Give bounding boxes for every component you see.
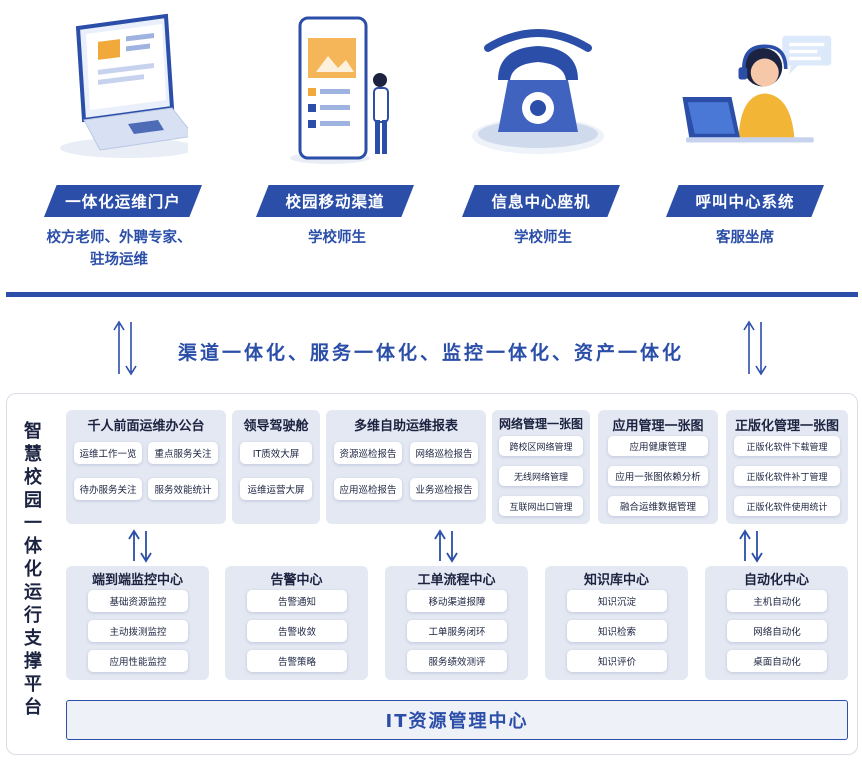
headset-agent-icon: [682, 35, 832, 143]
channel-phone: 信息中心座机 学校师生: [430, 0, 630, 290]
channel-title: 校园移动渠道: [256, 185, 414, 217]
channel-subtitle: 客服坐席: [716, 230, 774, 246]
panel-item[interactable]: 桌面自动化: [727, 650, 827, 672]
panel-item[interactable]: 运维运营大屏: [240, 478, 312, 500]
panel-item[interactable]: 主动拨测监控: [88, 620, 188, 642]
panel-ticket-center: 工单流程中心 移动渠道报障 工单服务闭环 服务绩效测评: [385, 566, 528, 680]
laptop-icon: [60, 13, 188, 158]
panel-network-map: 网络管理一张图 跨校区网络管理 无线网络管理 互联网出口管理: [492, 410, 590, 524]
panel-title: 端到端监控中心: [91, 573, 183, 588]
mobile-user-icon: [290, 16, 389, 164]
panel-item[interactable]: 正版化软件下载管理: [734, 436, 840, 456]
up-down-arrows-icon: [434, 529, 458, 563]
panel-item[interactable]: 待办服务关注: [74, 478, 142, 500]
panel-monitoring-center: 端到端监控中心 基础资源监控 主动拨测监控 应用性能监控: [66, 566, 209, 680]
panel-item[interactable]: 服务效能统计: [148, 478, 218, 500]
panel-cockpit: 领导驾驶舱 IT质效大屏 运维运营大屏: [232, 410, 320, 524]
panel-title: 告警中心: [270, 573, 323, 588]
panel-title: 网络管理一张图: [498, 417, 583, 431]
channel-mobile: 校园移动渠道 学校师生: [220, 0, 420, 290]
panel-item[interactable]: 工单服务闭环: [407, 620, 507, 642]
panel-alert-center: 告警中心 告警通知 告警收敛 告警策略: [225, 566, 368, 680]
panel-reports: 多维自助运维报表 资源巡检报告 网络巡检报告 应用巡检报告 业务巡检报告: [326, 410, 486, 524]
panel-app-map: 应用管理一张图 应用健康管理 应用一张图依赖分析 融合运维数据管理: [598, 410, 718, 524]
panel-item[interactable]: 移动渠道报障: [407, 590, 507, 612]
panel-office-desk: 千人前面运维办公台 运维工作一览 重点服务关注 待办服务关注 服务效能统计: [66, 410, 226, 524]
platform-title: 智慧校园一体化运行支撑平台: [24, 421, 42, 718]
panel-title: 自动化中心: [743, 573, 809, 588]
channel-callcenter: 呼叫中心系统 客服坐席: [640, 0, 840, 290]
panel-item[interactable]: 知识沉淀: [567, 590, 667, 612]
channel-portal: 一体化运维门户 校方老师、外聘专家、驻场运维: [0, 0, 202, 290]
up-down-arrows-icon: [743, 320, 767, 376]
panel-item[interactable]: 知识评价: [567, 650, 667, 672]
panel-item[interactable]: 无线网络管理: [499, 466, 583, 486]
panel-item[interactable]: 告警收敛: [247, 620, 347, 642]
panel-item[interactable]: 应用一张图依赖分析: [608, 466, 708, 486]
panel-title: 多维自助运维报表: [353, 419, 458, 434]
panel-license-map: 正版化管理一张图 正版化软件下载管理 正版化软件补丁管理 正版化软件使用统计: [726, 410, 848, 524]
panel-title: 工单流程中心: [417, 573, 496, 588]
channel-title: 信息中心座机: [462, 185, 620, 217]
panel-title: 知识库中心: [583, 573, 649, 588]
panel-item[interactable]: 网络巡检报告: [410, 442, 478, 464]
channel-subtitle: 学校师生: [308, 230, 366, 246]
channel-title: 一体化运维门户: [44, 185, 202, 217]
panel-item[interactable]: 知识检索: [567, 620, 667, 642]
channel-subtitle: 校方老师、外聘专家、驻场运维: [4, 227, 234, 271]
panel-item[interactable]: 重点服务关注: [148, 442, 218, 464]
section-divider: [6, 292, 858, 297]
channel-subtitle-text: 校方老师、外聘专家、驻场运维: [46, 230, 192, 268]
panel-item[interactable]: 服务绩效测评: [407, 650, 507, 672]
panel-item[interactable]: 运维工作一览: [74, 442, 142, 464]
up-down-arrows-icon: [739, 529, 763, 563]
panel-title: 领导驾驶舱: [243, 419, 309, 434]
up-down-arrows-icon: [128, 529, 152, 563]
up-down-arrows-icon: [113, 320, 137, 376]
panel-item[interactable]: 网络自动化: [727, 620, 827, 642]
panel-title: 应用管理一张图: [612, 419, 704, 434]
panel-title: 千人前面运维办公台: [87, 419, 205, 434]
telephone-icon: [472, 29, 604, 154]
panel-title: 正版化管理一张图: [734, 419, 839, 434]
panel-item[interactable]: 主机自动化: [727, 590, 827, 612]
channel-subtitle: 学校师生: [514, 230, 572, 246]
it-resource-center: IT资源管理中心: [66, 700, 848, 740]
panel-item[interactable]: IT质效大屏: [240, 442, 312, 464]
panel-automation-center: 自动化中心 主机自动化 网络自动化 桌面自动化: [705, 566, 848, 680]
panel-knowledge-center: 知识库中心 知识沉淀 知识检索 知识评价: [545, 566, 688, 680]
panel-item[interactable]: 告警通知: [247, 590, 347, 612]
panel-item[interactable]: 互联网出口管理: [499, 496, 583, 516]
panel-item[interactable]: 跨校区网络管理: [499, 436, 583, 456]
panel-item[interactable]: 应用健康管理: [608, 436, 708, 456]
panel-item[interactable]: 业务巡检报告: [410, 478, 478, 500]
channel-title: 呼叫中心系统: [666, 185, 824, 217]
panel-item[interactable]: 基础资源监控: [88, 590, 188, 612]
panel-item[interactable]: 正版化软件使用统计: [734, 496, 840, 516]
panel-item[interactable]: 告警策略: [247, 650, 347, 672]
panel-item[interactable]: 应用巡检报告: [334, 478, 402, 500]
panel-item[interactable]: 正版化软件补丁管理: [734, 466, 840, 486]
panel-item[interactable]: 融合运维数据管理: [608, 496, 708, 516]
panel-item[interactable]: 应用性能监控: [88, 650, 188, 672]
panel-item[interactable]: 资源巡检报告: [334, 442, 402, 464]
slogan: 渠道一体化、服务一体化、监控一体化、资产一体化: [177, 342, 684, 364]
